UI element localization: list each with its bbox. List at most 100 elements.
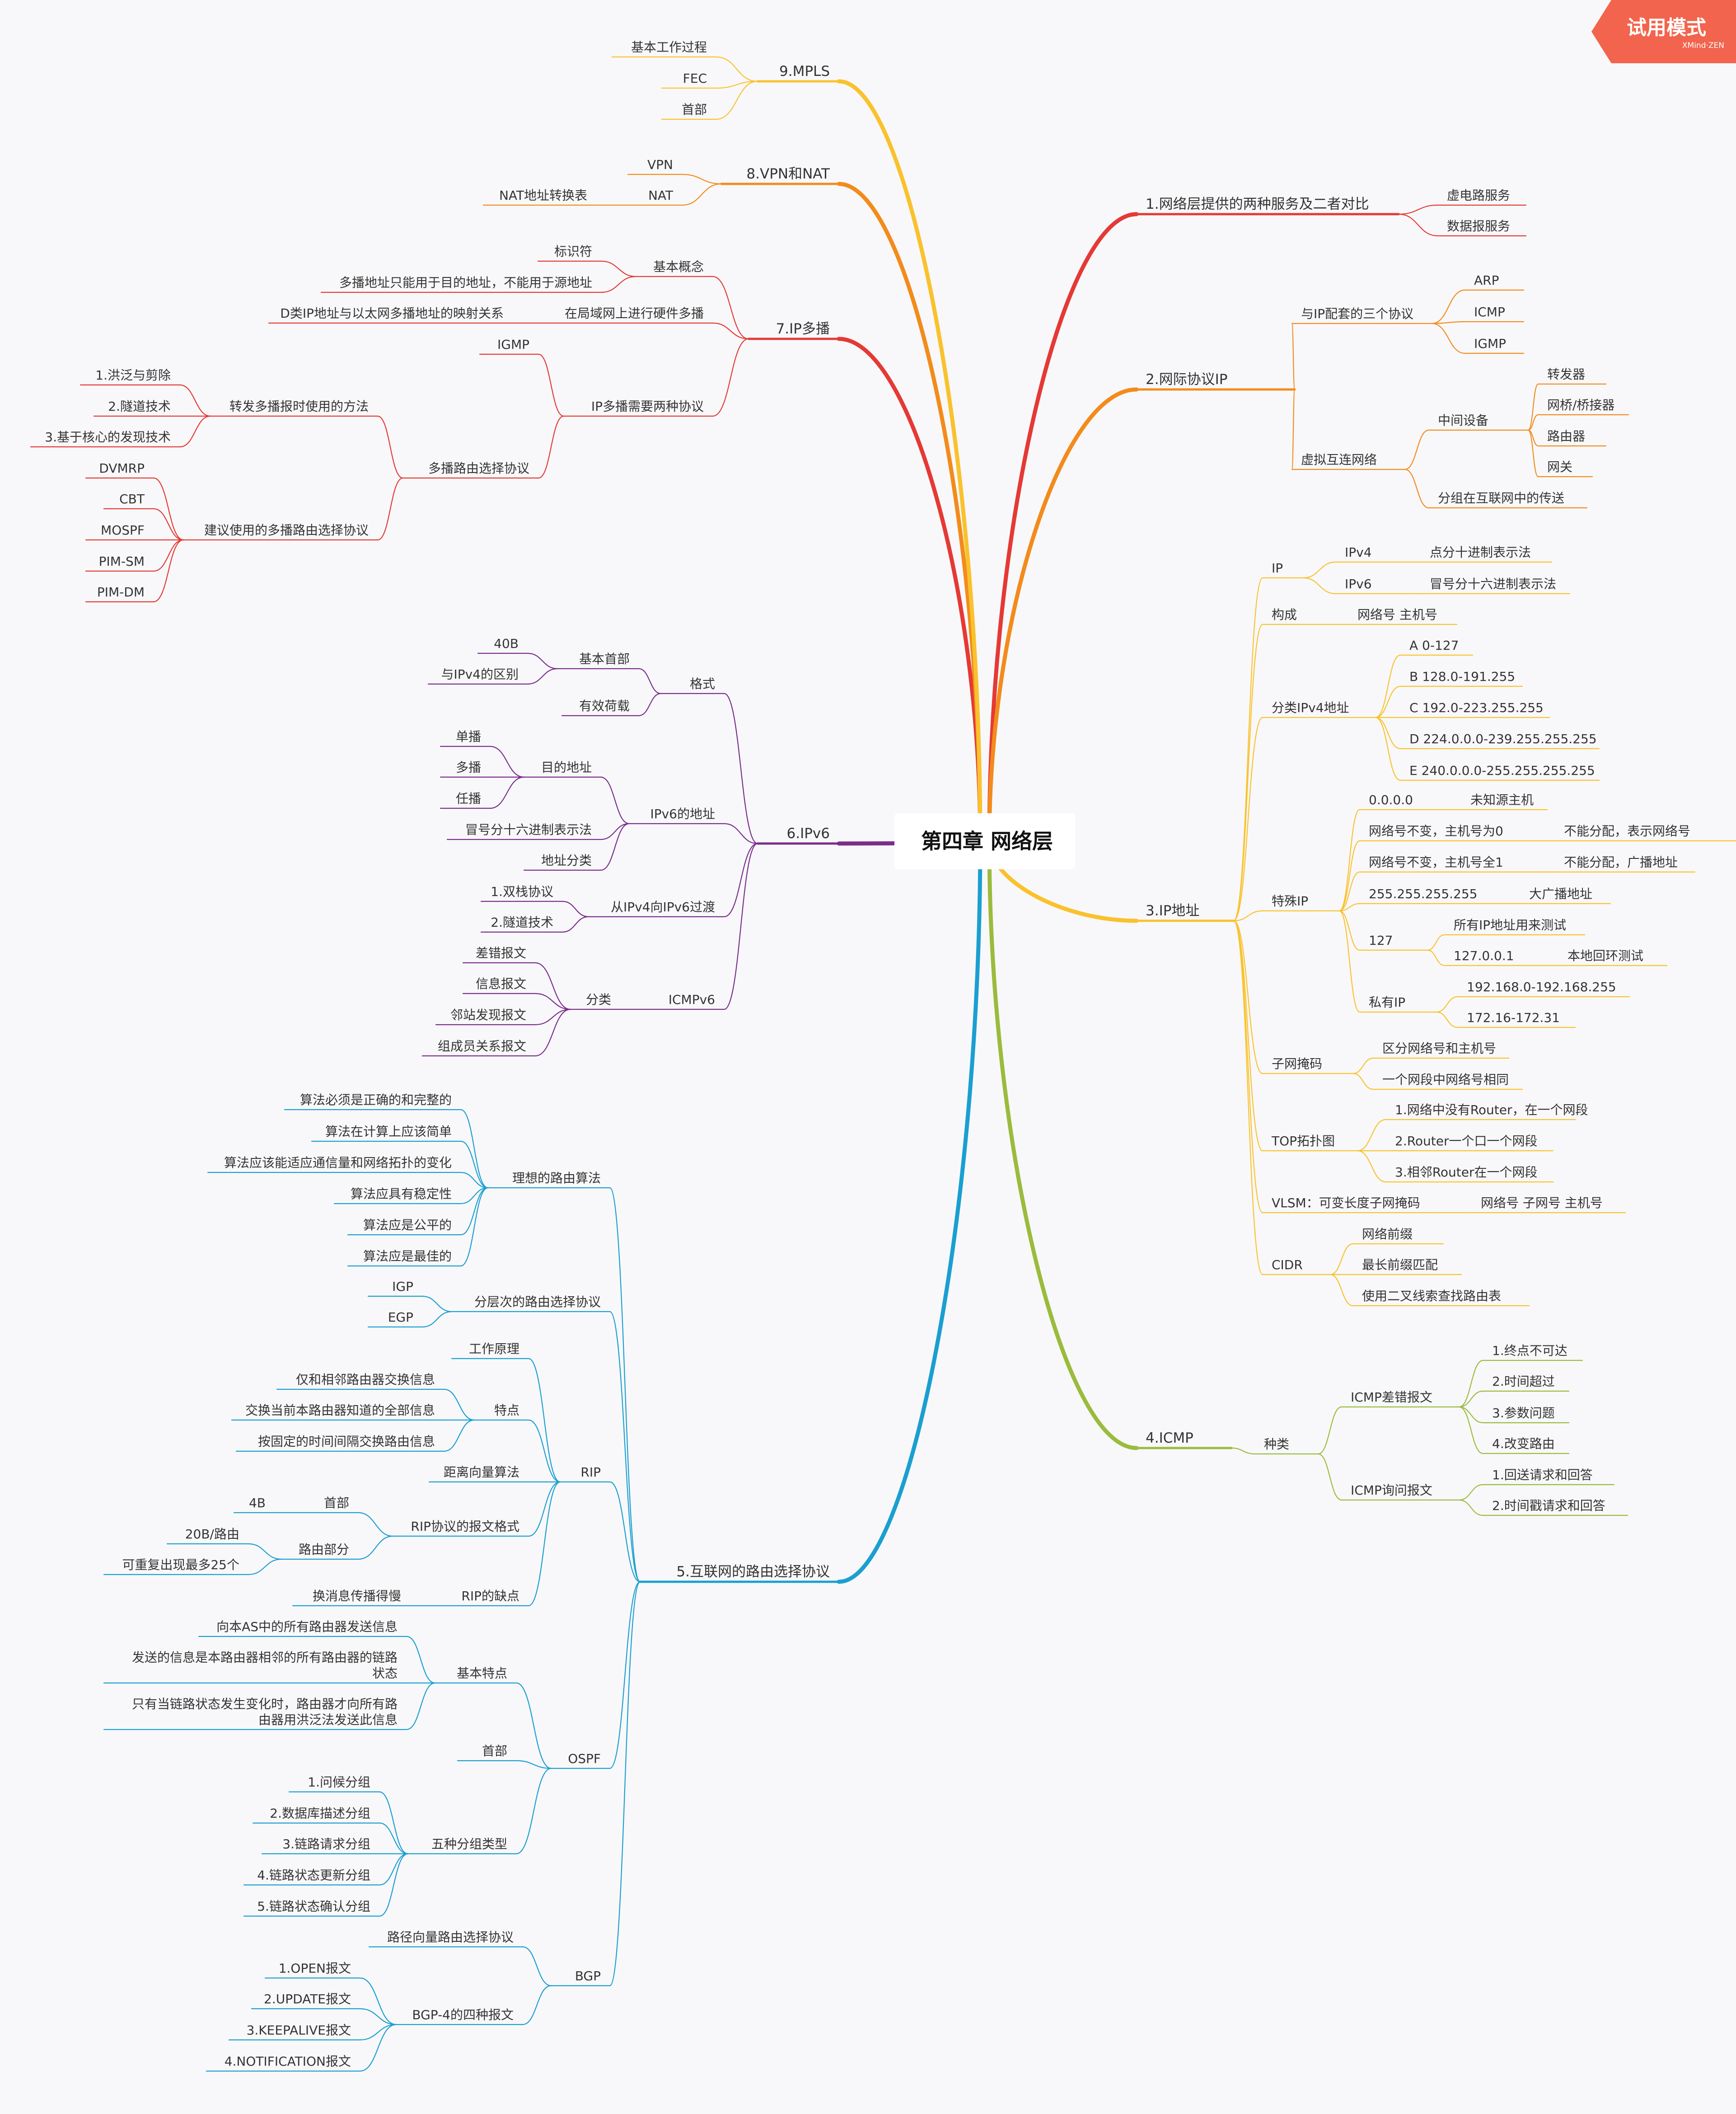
- topic-label[interactable]: 地址分类: [541, 853, 592, 868]
- topic-label[interactable]: 4B: [249, 1495, 266, 1510]
- topic-label[interactable]: RIP的缺点: [461, 1589, 519, 1603]
- topic-label[interactable]: D 224.0.0.0-239.255.255.255: [1409, 731, 1597, 746]
- topic-label[interactable]: 多播地址只能用于目的地址，不能用于源地址: [339, 275, 592, 290]
- topic-label[interactable]: 构成: [1272, 607, 1297, 622]
- topic-label[interactable]: 首部: [324, 1495, 349, 1510]
- topic-label[interactable]: 首部: [682, 102, 707, 117]
- topic-label[interactable]: ICMPv6: [669, 992, 715, 1007]
- topic-label[interactable]: PIM-DM: [97, 585, 145, 600]
- topic-label[interactable]: 信息报文: [476, 976, 526, 991]
- topic-label[interactable]: 所有IP地址用来测试: [1454, 918, 1566, 933]
- topic-label[interactable]: 算法应该能适应通信量和网络拓扑的变化: [224, 1155, 452, 1170]
- topic-label[interactable]: TOP拓扑图: [1271, 1134, 1335, 1148]
- topic-label[interactable]: B 128.0-191.255: [1409, 669, 1515, 684]
- trial-mode-badge[interactable]: 试用模式 XMind·ZEN: [1580, 0, 1736, 63]
- topic-label[interactable]: 多播: [456, 760, 481, 775]
- topic-label[interactable]: 网络号 主机号: [1357, 607, 1437, 622]
- topic-label[interactable]: 2.网际协议IP: [1146, 371, 1227, 388]
- topic-label[interactable]: 算法应是最佳的: [363, 1249, 452, 1264]
- topic-label[interactable]: 虚拟互连网络: [1301, 452, 1377, 467]
- topic-label[interactable]: 一个网段中网络号相同: [1382, 1072, 1509, 1087]
- topic-label[interactable]: ARP: [1474, 273, 1499, 288]
- topic-label[interactable]: 1.回送请求和回答: [1492, 1467, 1593, 1482]
- topic-label[interactable]: 工作原理: [469, 1341, 519, 1356]
- topic-label[interactable]: 虚电路服务: [1447, 188, 1510, 203]
- topic-label[interactable]: 172.16-172.31: [1467, 1010, 1560, 1025]
- topic-label[interactable]: 基本特点: [457, 1666, 507, 1681]
- topic-label[interactable]: 私有IP: [1369, 995, 1405, 1010]
- topic-label[interactable]: 交换当前本路由器知道的全部信息: [245, 1403, 435, 1418]
- topic-label[interactable]: 区分网络号和主机号: [1382, 1041, 1496, 1056]
- topic-label[interactable]: 只有当链路状态发生变化时，路由器才向所有路: [132, 1697, 398, 1711]
- topic-label[interactable]: 多播路由选择协议: [428, 461, 529, 476]
- topic-label[interactable]: 4.NOTIFICATION报文: [225, 2054, 351, 2069]
- topic-label[interactable]: 冒号分十六进制表示法: [465, 822, 592, 837]
- topic-label[interactable]: 分类: [586, 992, 611, 1007]
- topic-label[interactable]: 单播: [456, 729, 481, 744]
- topic-label[interactable]: CIDR: [1272, 1257, 1303, 1272]
- topic-label[interactable]: NAT地址转换表: [499, 188, 587, 203]
- topic-label[interactable]: MOSPF: [101, 523, 145, 538]
- topic-label[interactable]: 40B: [494, 636, 519, 651]
- topic-label[interactable]: NAT: [648, 188, 674, 203]
- topic-label[interactable]: 127.0.0.1: [1454, 948, 1514, 963]
- topic-label[interactable]: 1.终点不可达: [1492, 1343, 1568, 1358]
- topic-label[interactable]: 2.隧道技术: [108, 399, 171, 414]
- topic-label[interactable]: 组成员关系报文: [438, 1039, 526, 1054]
- topic-label[interactable]: EGP: [388, 1310, 413, 1325]
- central-topic[interactable]: [894, 813, 1075, 869]
- topic-label[interactable]: IGMP: [1474, 336, 1506, 351]
- topic-label[interactable]: 未知源主机: [1470, 792, 1534, 807]
- topic-label[interactable]: 中间设备: [1438, 413, 1488, 428]
- topic-label[interactable]: 255.255.255.255: [1369, 886, 1477, 901]
- topic-label[interactable]: 9.MPLS: [779, 63, 830, 80]
- topic-label[interactable]: 算法必须是正确的和完整的: [300, 1092, 452, 1107]
- topic-label[interactable]: 算法在计算上应该简单: [325, 1124, 452, 1139]
- topic-label[interactable]: 3.参数问题: [1492, 1406, 1555, 1420]
- topic-label[interactable]: 127: [1369, 933, 1393, 948]
- topic-label[interactable]: 点分十进制表示法: [1430, 545, 1531, 560]
- topic-label[interactable]: 大广播地址: [1529, 886, 1592, 901]
- topic-label[interactable]: BGP-4的四种报文: [412, 2007, 514, 2022]
- topic-label[interactable]: 子网掩码: [1272, 1056, 1322, 1071]
- topic-label[interactable]: 距离向量算法: [444, 1465, 519, 1480]
- topic-label[interactable]: 换消息传播得慢: [313, 1589, 401, 1603]
- topic-label[interactable]: 向本AS中的所有路由器发送信息: [216, 1619, 398, 1634]
- topic-label[interactable]: 网络号不变，主机号全1: [1369, 855, 1503, 870]
- topic-label[interactable]: 与IP配套的三个协议: [1301, 306, 1413, 321]
- topic-label[interactable]: BGP: [575, 1969, 601, 1983]
- topic-label[interactable]: 2.UPDATE报文: [264, 1992, 351, 2006]
- topic-label[interactable]: 2.数据库描述分组: [270, 1806, 370, 1821]
- topic-label[interactable]: RIP协议的报文格式: [411, 1519, 519, 1534]
- topic-label[interactable]: PIM-SM: [99, 554, 145, 569]
- topic-label[interactable]: E 240.0.0.0-255.255.255.255: [1409, 763, 1595, 778]
- topic-label[interactable]: 有效荷载: [579, 698, 630, 713]
- topic-label[interactable]: 按固定的时间间隔交换路由信息: [258, 1434, 435, 1449]
- topic-label[interactable]: 分类IPv4地址: [1272, 700, 1349, 715]
- topic-label[interactable]: 0.0.0.0: [1369, 792, 1413, 807]
- topic-label[interactable]: 在局域网上进行硬件多播: [565, 306, 704, 321]
- topic-label[interactable]: 不能分配，广播地址: [1564, 855, 1678, 870]
- topic-label[interactable]: 目的地址: [541, 760, 592, 775]
- topic-label[interactable]: 冒号分十六进制表示法: [1430, 577, 1556, 591]
- topic-label[interactable]: 可重复出现最多25个: [122, 1557, 239, 1572]
- topic-label[interactable]: 1.网络中没有Router，在一个网段: [1395, 1102, 1588, 1117]
- topic-label[interactable]: 首部: [482, 1744, 507, 1758]
- topic-label[interactable]: 网桥/桥接器: [1547, 398, 1614, 412]
- topic-label[interactable]: 6.IPv6: [787, 825, 830, 842]
- topic-label[interactable]: 数据报服务: [1447, 219, 1510, 234]
- topic-label[interactable]: 差错报文: [476, 946, 526, 961]
- topic-label[interactable]: A 0-127: [1409, 638, 1459, 653]
- topic-label[interactable]: 发送的信息是本路由器相邻的所有路由器的链路: [132, 1650, 398, 1665]
- topic-label[interactable]: 3.链路请求分组: [282, 1837, 370, 1852]
- topic-label[interactable]: 路由器: [1547, 429, 1585, 444]
- topic-label[interactable]: 网关: [1547, 459, 1572, 474]
- topic-label[interactable]: 3.KEEPALIVE报文: [247, 2023, 351, 2038]
- topic-label[interactable]: 基本工作过程: [631, 40, 707, 55]
- topic-label[interactable]: 2.时间戳请求和回答: [1492, 1498, 1605, 1513]
- topic-label[interactable]: 基本概念: [653, 259, 704, 274]
- topic-label[interactable]: 1.洪泛与剪除: [95, 368, 171, 383]
- topic-label[interactable]: OSPF: [568, 1751, 601, 1766]
- topic-label[interactable]: IGP: [392, 1279, 413, 1294]
- topic-label[interactable]: IP: [1272, 561, 1283, 576]
